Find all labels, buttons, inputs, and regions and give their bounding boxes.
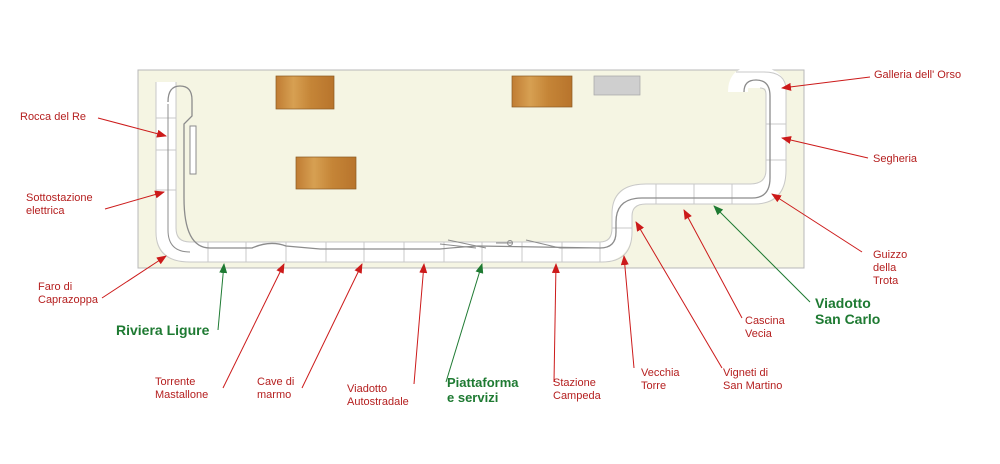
label-torrente: Torrente Mastallone (155, 376, 209, 401)
label-segheria: Segheria (873, 153, 918, 165)
label-piattaforma: Piattaforma e servizi (447, 375, 519, 405)
label-sottostazione: Sottostazione elettrica (26, 192, 93, 217)
siding-track (439, 239, 600, 249)
label-viadotto-autostradale: Viadotto Autostradale (347, 383, 409, 408)
label-cave: Cave di marmo (257, 376, 295, 401)
label-viadotto-san-carlo: Viadotto San Carlo (815, 295, 881, 327)
inner-track (167, 104, 191, 253)
label-guizzo: Guizzo della Trota (873, 249, 908, 287)
board (137, 69, 805, 269)
station-building (189, 125, 197, 175)
label-galleria: Galleria dell' Orso (874, 69, 962, 81)
green-arrows (217, 205, 811, 383)
wood-block-left (275, 75, 335, 110)
track-segments (156, 117, 786, 262)
track-band-outline-inner (175, 82, 767, 243)
label-riviera-ligure: Riviera Ligure (116, 322, 210, 338)
red-arrows (97, 76, 871, 389)
wood-block-center (295, 156, 357, 190)
grey-block (593, 75, 641, 96)
label-stazione: Stazione Campeda (553, 377, 601, 402)
label-faro: Faro di Caprazoppa (38, 281, 98, 306)
label-rocca-del-re: Rocca del Re (20, 111, 87, 123)
label-vigneti: Vigneti di San Martino (723, 367, 783, 392)
label-vecchia-torre: Vecchia Torre (641, 367, 680, 392)
wood-block-right (511, 75, 573, 108)
turntable (507, 240, 513, 246)
label-cascina: Cascina Vecia (745, 315, 785, 340)
